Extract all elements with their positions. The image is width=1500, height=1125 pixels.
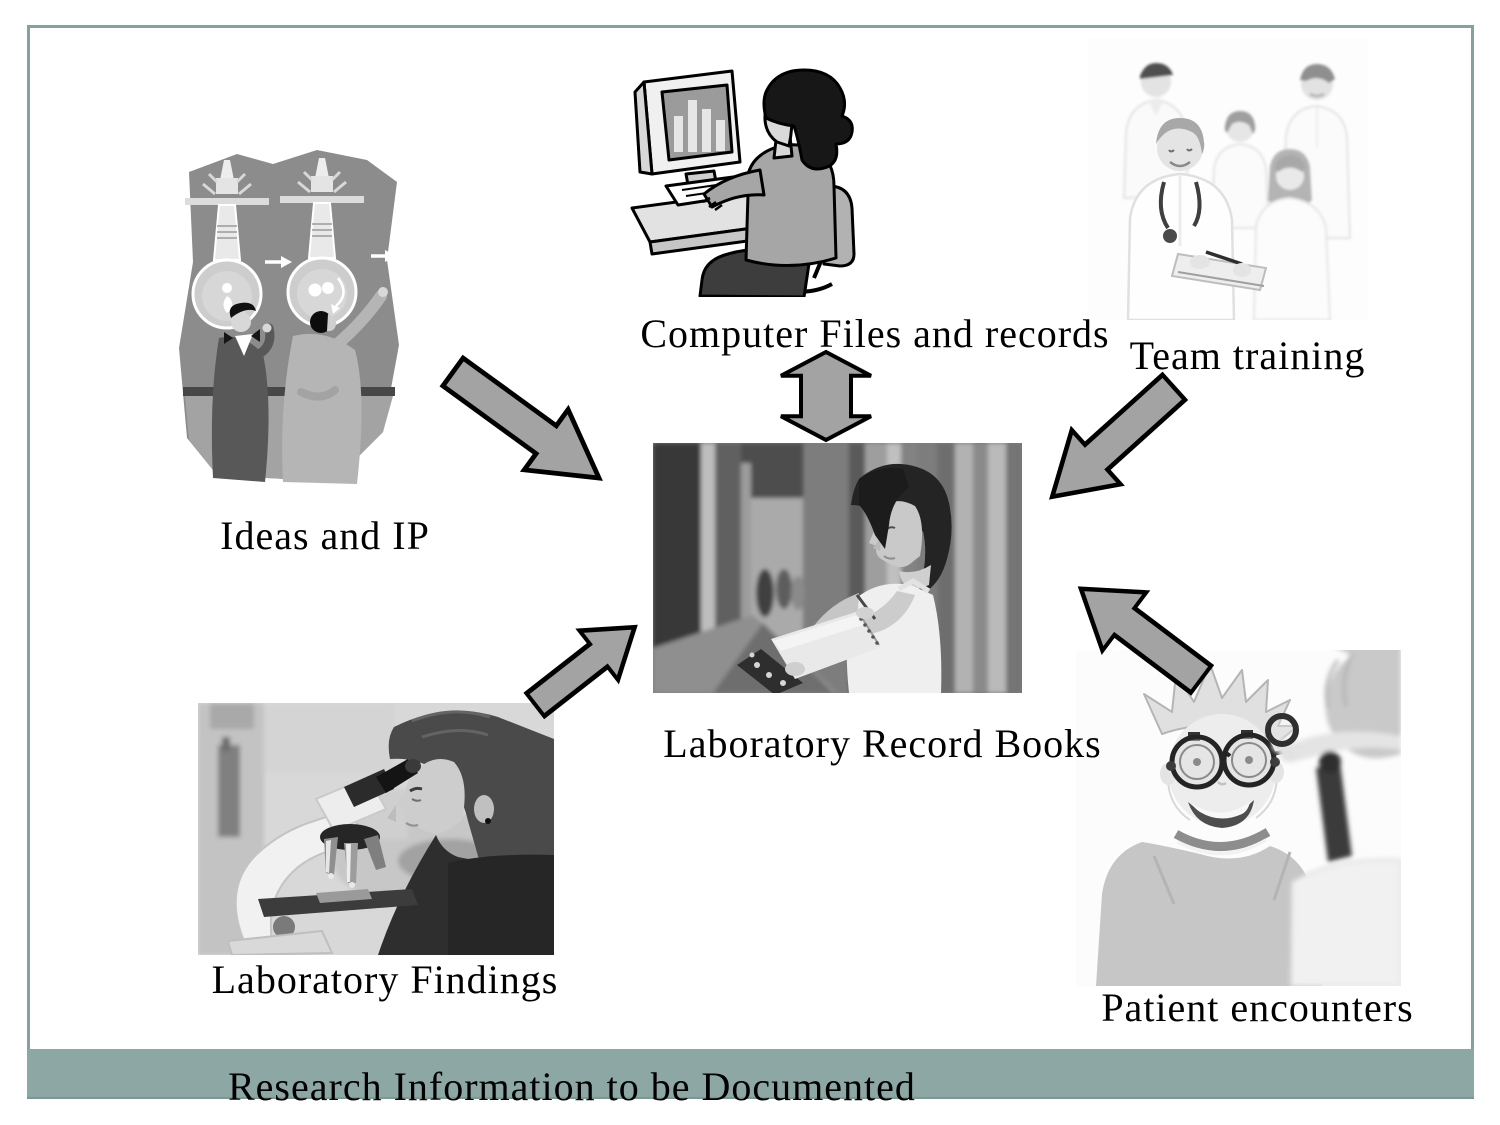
footer-title-bar (27, 1049, 1474, 1099)
doctor-with-clipboard (1126, 118, 1268, 320)
child-eye-exam-photo (1076, 650, 1401, 986)
arrow-computer-to-records-icon (776, 349, 876, 443)
medical-team-photo (1088, 38, 1368, 320)
scientist-profile (378, 710, 554, 955)
ophthalmoscope (1316, 762, 1352, 862)
woman-figure (698, 68, 856, 297)
patient-encounters-image (1076, 650, 1401, 986)
laboratory-findings-image (198, 703, 554, 955)
arrow-findings-to-records-icon (510, 596, 660, 735)
flask-step-arrow-icon (265, 250, 396, 268)
laboratory-record-books-label: Laboratory Record Books (663, 721, 1102, 766)
scientist-right (282, 287, 388, 484)
team-training-image (1088, 38, 1368, 320)
ideas-and-ip-image (175, 140, 403, 485)
scientists-flasks-illustration (179, 150, 399, 484)
arrow-team-to-records-icon (1020, 353, 1206, 532)
computer-files-image (628, 62, 860, 297)
handheld-lens (1265, 713, 1299, 747)
boy-with-trial-frames (1096, 663, 1322, 986)
woman-writing-in-record-book-photo (653, 443, 1022, 693)
ideas-and-ip-label: Ideas and IP (220, 513, 430, 558)
laboratory-record-books-image (653, 443, 1022, 693)
woman-with-notebook (737, 463, 952, 693)
arrow-ideas-to-records-icon (423, 334, 629, 516)
earring (485, 818, 491, 824)
microscope (226, 759, 421, 955)
optometrist-foreground (1272, 650, 1401, 986)
stethoscope-icon (1158, 181, 1202, 230)
computer-files-label: Computer Files and records (640, 311, 1110, 356)
patient-encounters-label: Patient encounters (1101, 985, 1414, 1030)
arrow-patient-to-records-icon (1052, 552, 1230, 715)
team-training-label: Team training (1129, 333, 1366, 378)
trial-frame-glasses (1166, 730, 1309, 790)
slide-title: Research Information to be Documented (228, 1064, 916, 1109)
scientist-left (211, 302, 275, 482)
woman-at-computer-illustration (630, 68, 856, 297)
bar-chart-on-screen (674, 100, 725, 152)
scientist-using-microscope-photo (198, 703, 554, 955)
pen (1205, 250, 1243, 266)
laboratory-findings-label: Laboratory Findings (211, 957, 559, 1002)
